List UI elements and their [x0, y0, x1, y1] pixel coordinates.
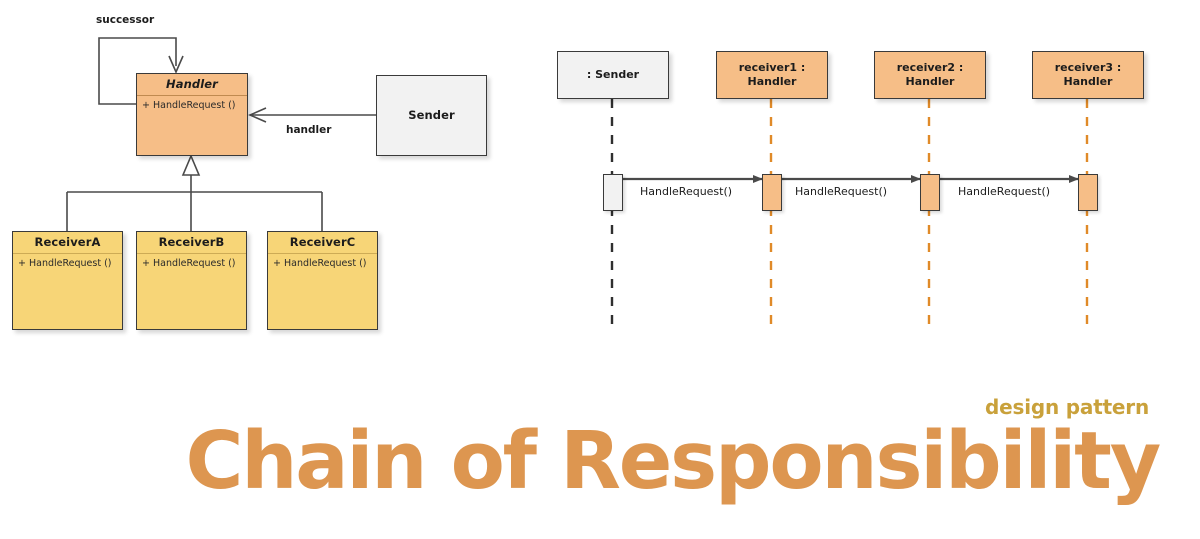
class-name-receiver-c: ReceiverC	[289, 235, 356, 249]
class-box-receiver-b[interactable]: ReceiverB + HandleRequest ()	[136, 231, 247, 330]
lifeline-head-sender[interactable]: : Sender	[557, 51, 669, 99]
message-label-1: HandleRequest()	[640, 185, 733, 198]
class-divider	[137, 253, 246, 255]
class-box-receiver-a[interactable]: ReceiverA + HandleRequest ()	[12, 231, 123, 330]
lifeline-head-sender-label: : Sender	[586, 68, 640, 81]
footer-title-block: design pattern Chain of Responsibility	[0, 395, 1161, 507]
class-name-receiver-b: ReceiverB	[158, 235, 225, 249]
class-member-receiver-a: + HandleRequest ()	[18, 258, 112, 270]
class-name-sender: Sender	[408, 108, 455, 122]
lifeline-head-receiver2-label: receiver2 : Handler	[897, 61, 964, 89]
lifeline-head-receiver2-line1: receiver2 :	[896, 61, 964, 74]
activation-bar-receiver1	[762, 174, 782, 211]
activation-bar-sender	[603, 174, 623, 211]
class-member-handler: + HandleRequest ()	[142, 100, 236, 112]
class-box-receiver-c[interactable]: ReceiverC + HandleRequest ()	[267, 231, 378, 330]
lifeline-head-receiver1-line1: receiver1 :	[738, 61, 806, 74]
message-label-3: HandleRequest()	[958, 185, 1051, 198]
message-label-2: HandleRequest()	[795, 185, 888, 198]
class-box-handler[interactable]: Handler + HandleRequest ()	[136, 73, 248, 156]
class-name-receiver-a: ReceiverA	[34, 235, 101, 249]
handler-association-label: handler	[286, 124, 332, 136]
lifeline-head-receiver2[interactable]: receiver2 : Handler	[874, 51, 986, 99]
lifeline-head-receiver1-line2: Handler	[747, 75, 797, 88]
activation-bar-receiver2	[920, 174, 940, 211]
class-name-handler: Handler	[166, 77, 218, 91]
class-box-sender[interactable]: Sender	[376, 75, 487, 156]
class-divider	[137, 95, 247, 97]
successor-label: successor	[96, 14, 155, 26]
lifeline-head-receiver3-line2: Handler	[1063, 75, 1113, 88]
lifeline-head-receiver3-line1: receiver3 :	[1054, 61, 1122, 74]
lifeline-head-receiver1-label: receiver1 : Handler	[739, 61, 806, 89]
footer-subtitle: design pattern	[985, 395, 1149, 419]
lifeline-head-receiver3[interactable]: receiver3 : Handler	[1032, 51, 1144, 99]
class-member-receiver-c: + HandleRequest ()	[273, 258, 367, 270]
class-divider	[268, 253, 377, 255]
activation-bar-receiver3	[1078, 174, 1098, 211]
lifeline-head-receiver2-line2: Handler	[905, 75, 955, 88]
handler-association	[248, 107, 376, 123]
lifeline-head-receiver3-label: receiver3 : Handler	[1055, 61, 1122, 89]
lifeline-head-receiver1[interactable]: receiver1 : Handler	[716, 51, 828, 99]
class-member-receiver-b: + HandleRequest ()	[142, 258, 236, 270]
generalization-connector	[66, 153, 323, 231]
footer-main-title: Chain of Responsibility	[185, 415, 1161, 507]
class-divider	[13, 253, 122, 255]
